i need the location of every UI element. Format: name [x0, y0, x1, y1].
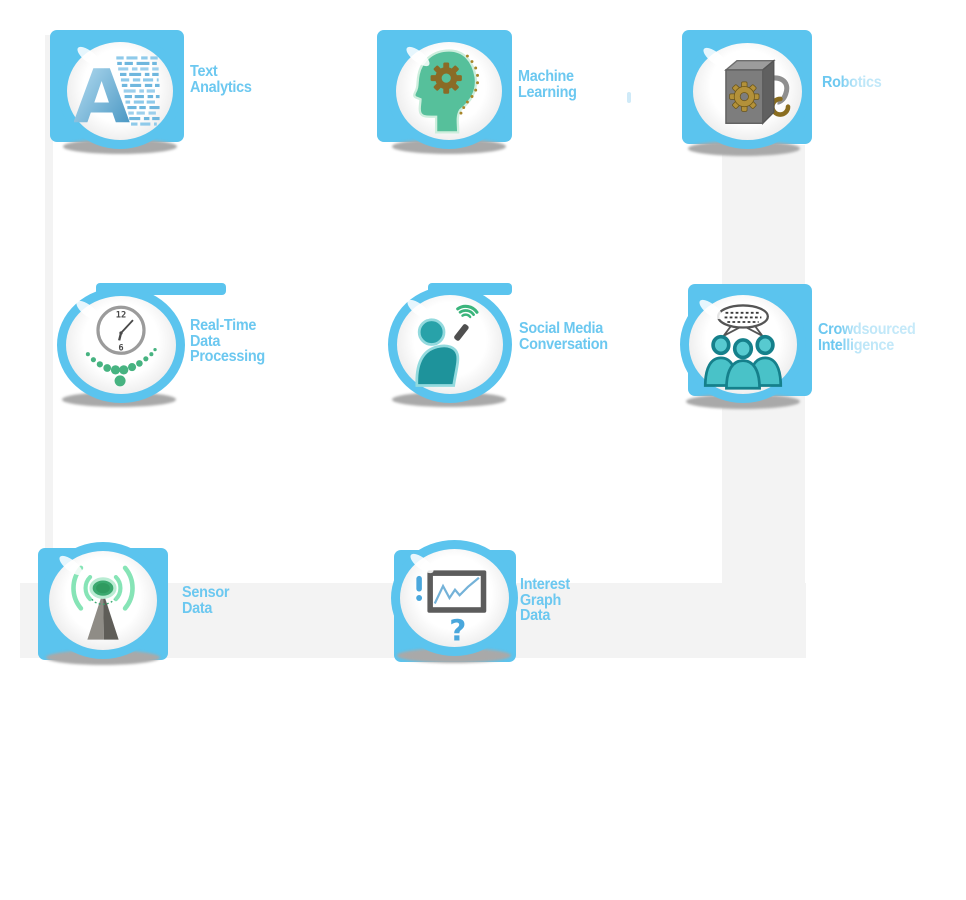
real-time-label: Real-Time Data Processing	[190, 317, 265, 365]
text-analytics-icon: A	[74, 55, 160, 137]
svg-text:12: 12	[116, 310, 127, 320]
crowdsourced-badge	[680, 286, 806, 403]
interest-graph-icon: ?	[415, 570, 486, 644]
text-analytics-badge: A	[58, 33, 182, 149]
sensor-data-badge	[40, 542, 166, 659]
machine-learning-label: Machine Learning	[518, 68, 577, 101]
clock-icon: 12 6	[85, 305, 157, 387]
text-analytics-label: Text Analytics	[190, 63, 252, 96]
connector-path-left	[45, 35, 53, 548]
robotics-badge	[684, 34, 811, 149]
interest-graph-label: Interest Graph Data	[520, 576, 570, 624]
stray-mark	[627, 92, 631, 103]
machine-learning-icon	[413, 49, 479, 134]
machine-learning-badge	[387, 33, 511, 149]
social-media-label: Social Media Conversation	[519, 320, 608, 353]
svg-text:?: ?	[449, 613, 466, 644]
interest-graph-badge: ?	[391, 540, 518, 656]
social-media-badge	[388, 286, 512, 403]
sensor-data-label: Sensor Data	[182, 584, 230, 617]
svg-text:6: 6	[118, 344, 123, 354]
crowdsourced-icon	[703, 303, 783, 390]
real-time-badge: 12 6	[57, 287, 185, 403]
right-edge-fade	[838, 0, 966, 460]
robotics-icon	[723, 58, 790, 125]
social-media-icon	[415, 304, 479, 387]
